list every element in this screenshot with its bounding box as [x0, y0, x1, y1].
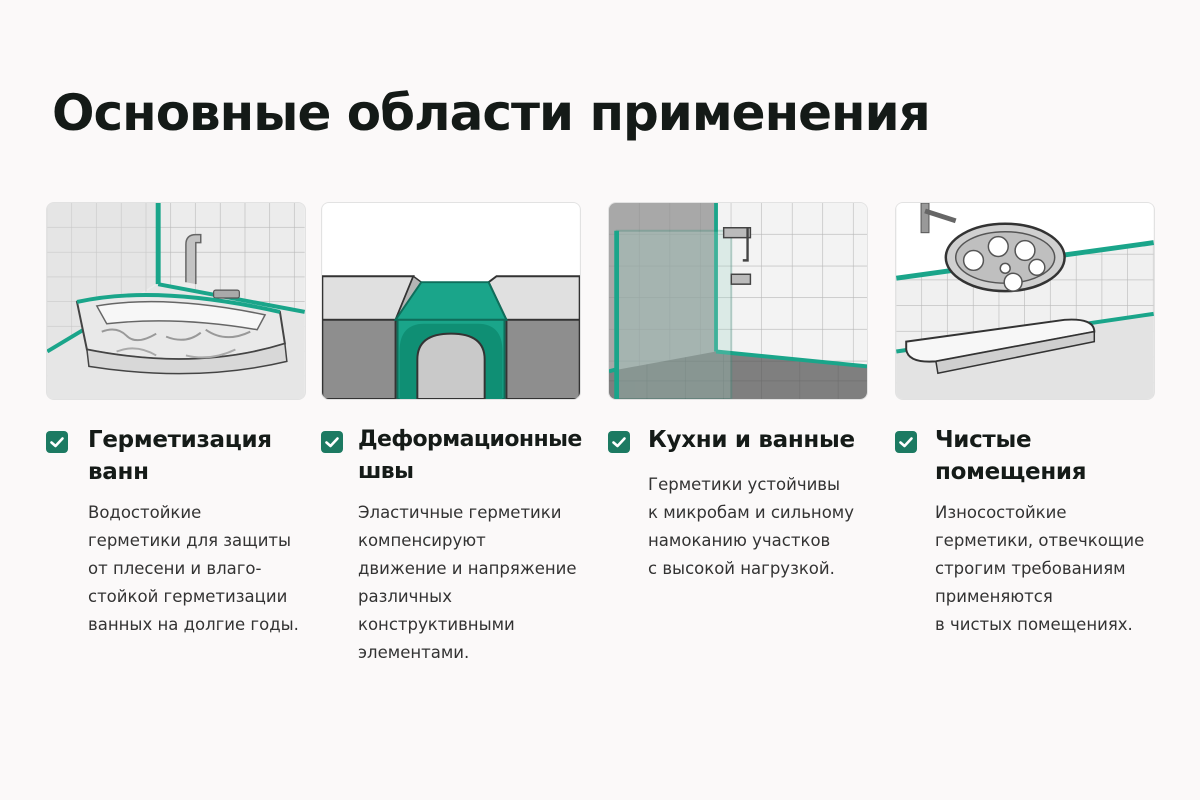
- card-title-clean-rooms: Чистые помещения: [935, 427, 1087, 485]
- shower-enclosure-image: [608, 202, 868, 400]
- card-description-kitchens-bathrooms: Герметики устойчивы к микробам и сильном…: [648, 475, 855, 578]
- checkbox-checked-icon: [321, 431, 343, 453]
- checkbox-checked-icon: [46, 431, 68, 453]
- card-title-expansion-joints: Деформационные швы: [358, 427, 582, 484]
- clean-room-image: [895, 202, 1155, 400]
- card-description-clean-rooms: Износостойкие герметики, отвечкощие стро…: [935, 503, 1145, 634]
- card-title-bath-sealing: Герметизация ванн: [88, 427, 272, 485]
- page-title: Основные области применения: [52, 84, 931, 142]
- expansion-joint-image: [321, 202, 581, 400]
- card-title-kitchens-bathrooms: Кухни и ванные: [648, 427, 855, 453]
- card-description-expansion-joints: Эластичные герметики компенсируют движен…: [358, 503, 577, 662]
- card-description-bath-sealing: Водостойкие герметики для защиты от плес…: [88, 503, 299, 634]
- bathtub-sealing-image: [46, 202, 306, 400]
- checkbox-checked-icon: [895, 431, 917, 453]
- checkbox-checked-icon: [608, 431, 630, 453]
